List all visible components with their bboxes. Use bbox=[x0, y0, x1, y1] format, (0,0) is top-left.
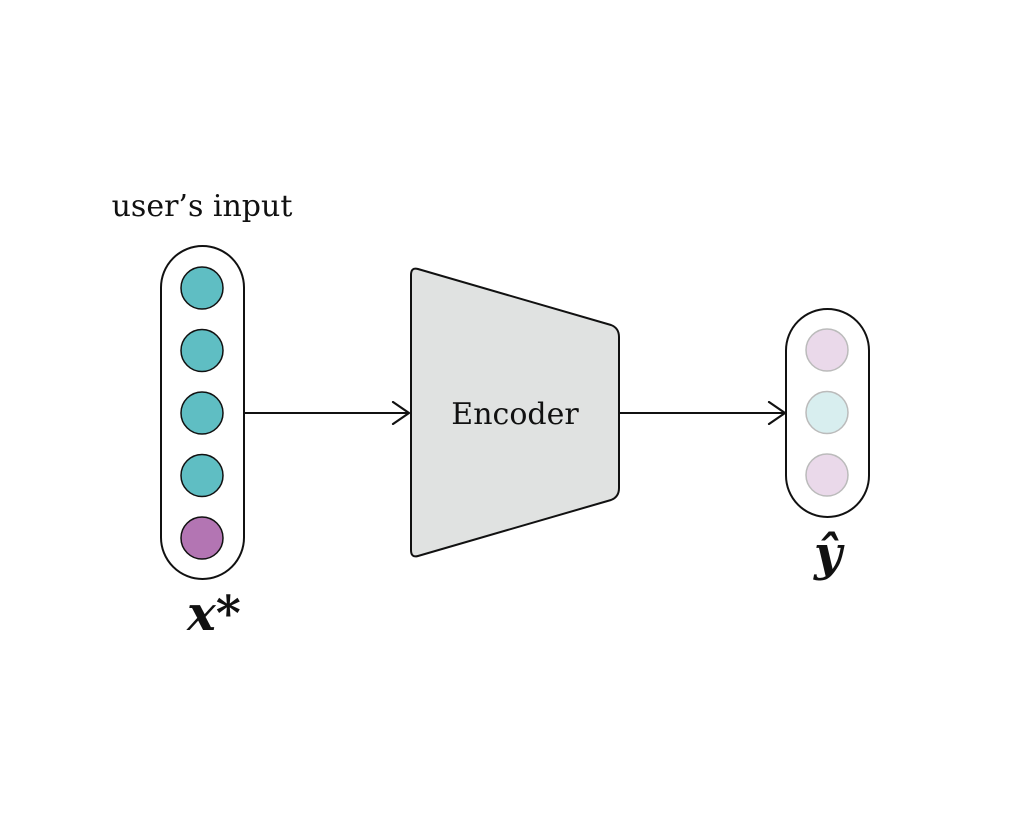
input-caption: user’s input bbox=[112, 189, 293, 224]
input-nodes bbox=[180, 266, 224, 560]
output-nodes bbox=[805, 328, 849, 497]
output-symbol: ŷ bbox=[813, 526, 845, 582]
output-node-3 bbox=[805, 453, 849, 497]
encoder-label: Encoder bbox=[451, 397, 579, 432]
input-node-3 bbox=[180, 391, 224, 435]
input-symbol: x* bbox=[186, 586, 241, 642]
input-node-5 bbox=[180, 516, 224, 560]
input-node-1 bbox=[180, 266, 224, 310]
output-node-2 bbox=[805, 390, 849, 435]
input-node-2 bbox=[180, 328, 224, 373]
encoder-block bbox=[410, 267, 620, 558]
output-node-1 bbox=[805, 328, 849, 372]
input-node-4 bbox=[180, 453, 224, 498]
